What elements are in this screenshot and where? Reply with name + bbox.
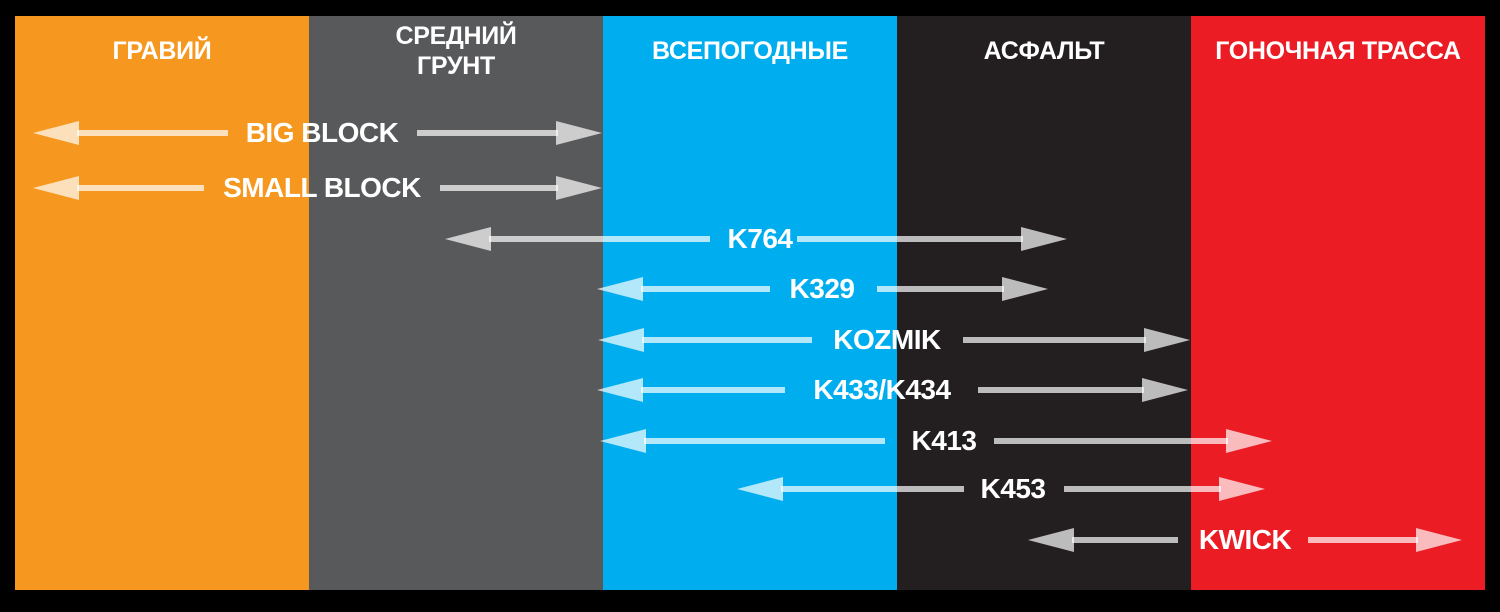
right-arrow-line — [994, 438, 1228, 444]
column-header-all-weather: ВСЕПОГОДНЫЕ — [652, 36, 848, 65]
left-arrow-line — [781, 486, 964, 492]
column-header-medium-ground: СРЕДНИЙ ГРУНТ — [395, 22, 517, 80]
left-arrow-line — [77, 130, 228, 136]
right-arrowhead — [1144, 328, 1190, 352]
right-arrow-line — [877, 286, 1004, 292]
right-arrow-line — [978, 387, 1144, 393]
right-arrow-line — [440, 185, 558, 191]
left-arrowhead — [1028, 528, 1074, 552]
right-arrowhead — [1219, 477, 1265, 501]
tire-label-kwick: KWICK — [1198, 524, 1292, 555]
right-arrowhead — [556, 176, 602, 200]
left-arrow-line — [644, 438, 885, 444]
left-arrow-line — [1072, 537, 1178, 543]
tire-label-k433-k434: K433/K434 — [813, 374, 951, 405]
right-arrow-line — [1064, 486, 1221, 492]
column-band-medium-ground — [309, 16, 603, 590]
column-header-race-track: ГОНОЧНАЯ ТРАССА — [1215, 36, 1461, 65]
column-header-asphalt: АСФАЛЬТ — [983, 36, 1105, 65]
right-arrowhead — [556, 121, 602, 145]
left-arrowhead — [600, 429, 646, 453]
right-arrowhead — [1416, 528, 1462, 552]
tire-label-kozmik: KOZMIK — [833, 324, 941, 355]
tire-label-big-block: BIG BLOCK — [245, 117, 399, 148]
left-arrow-line — [77, 185, 204, 191]
right-arrowhead — [1002, 277, 1048, 301]
left-arrowhead — [598, 328, 644, 352]
tire-label-k764: K764 — [727, 223, 793, 254]
left-arrow-line — [641, 286, 770, 292]
left-arrowhead — [737, 477, 783, 501]
left-arrow-line — [641, 387, 785, 393]
tire-label-k413: K413 — [911, 425, 977, 456]
column-band-race-track — [1191, 16, 1485, 590]
column-header-gravel: ГРАВИЙ — [112, 36, 212, 65]
tire-label-k453: K453 — [980, 473, 1046, 504]
right-arrow-line — [1308, 537, 1418, 543]
right-arrowhead — [1226, 429, 1272, 453]
left-arrowhead — [33, 121, 79, 145]
column-band-asphalt — [897, 16, 1191, 590]
left-arrowhead — [33, 176, 79, 200]
right-arrowhead — [1142, 378, 1188, 402]
left-arrow-line — [642, 337, 812, 343]
left-arrowhead — [597, 277, 643, 301]
left-arrow-line — [489, 236, 710, 242]
column-band-gravel — [15, 16, 309, 590]
left-arrowhead — [445, 227, 491, 251]
tire-label-k329: K329 — [789, 273, 855, 304]
right-arrow-line — [417, 130, 558, 136]
right-arrow-line — [963, 337, 1146, 343]
right-arrowhead — [1021, 227, 1067, 251]
tire-label-small-block: SMALL BLOCK — [223, 172, 421, 203]
left-arrowhead — [597, 378, 643, 402]
right-arrow-line — [797, 236, 1023, 242]
